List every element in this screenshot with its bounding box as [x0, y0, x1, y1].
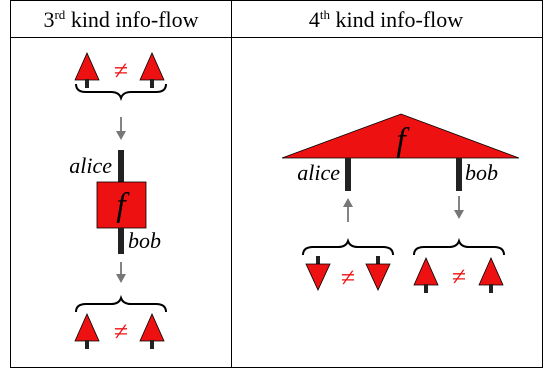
arrow-up-icon	[343, 198, 353, 222]
fourth-kind-flow: f alice bob ≠	[281, 113, 520, 293]
up-triangle-icon	[478, 257, 504, 293]
bob-label: bob	[465, 160, 498, 185]
arrow-down-icon	[454, 196, 464, 219]
header-3rd-kind: 3rd kind info-flow	[43, 7, 198, 32]
overbrace	[302, 237, 394, 256]
function-triangle	[281, 113, 520, 159]
header-3rd-superscript: rd	[54, 7, 65, 22]
not-equal-sign: ≠	[341, 263, 355, 292]
bob-wire	[456, 158, 462, 191]
up-triangle-icon	[74, 52, 100, 88]
alice-label: alice	[69, 153, 112, 178]
up-triangle-icon	[413, 257, 439, 293]
header-3rd-number: 3	[43, 7, 54, 32]
down-triangle-icon	[305, 256, 331, 291]
not-equal-sign: ≠	[114, 56, 128, 85]
overbrace	[413, 237, 505, 256]
output-inequality: ≠	[413, 237, 505, 293]
arrow-down-icon	[116, 262, 126, 283]
input-inequality: ≠	[302, 237, 394, 292]
underbrace	[75, 83, 167, 102]
table-frame	[10, 0, 543, 368]
top-inequality: ≠	[74, 52, 167, 102]
bottom-inequality: ≠	[74, 294, 167, 349]
header-4th-kind: 4th kind info-flow	[309, 7, 463, 32]
table-border	[10, 0, 543, 368]
third-kind-flow: ≠ alice f bob	[69, 52, 167, 349]
not-equal-sign: ≠	[452, 262, 466, 291]
arrow-down-icon	[116, 117, 126, 140]
bob-label: bob	[128, 228, 161, 253]
bob-wire	[118, 228, 124, 254]
not-equal-sign: ≠	[114, 317, 128, 346]
header-4th-number: 4	[309, 7, 320, 32]
alice-wire	[345, 158, 351, 191]
alice-wire	[118, 150, 124, 182]
up-triangle-icon	[74, 313, 100, 349]
down-triangle-icon	[365, 256, 391, 291]
header-4th-text: kind info-flow	[330, 7, 463, 32]
alice-label: alice	[297, 160, 340, 185]
up-triangle-icon	[139, 52, 165, 88]
up-triangle-icon	[139, 313, 165, 349]
function-box	[96, 181, 147, 229]
header-3rd-text: kind info-flow	[65, 7, 198, 32]
overbrace	[75, 294, 167, 313]
header-4th-superscript: th	[320, 7, 331, 22]
